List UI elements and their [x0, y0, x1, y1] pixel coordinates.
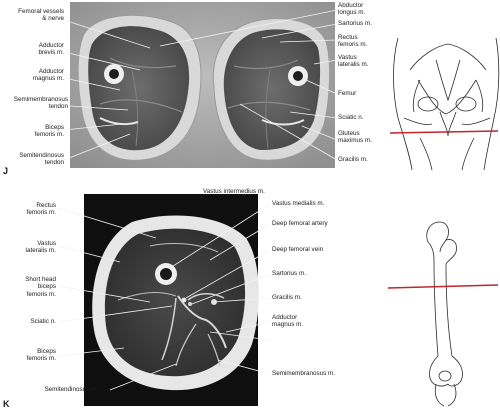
thigh-k-section	[92, 215, 259, 391]
label-biceps-femoris-k: Biceps femoris m.	[26, 348, 56, 363]
left-thigh-section	[77, 14, 202, 161]
label-adductor-brevis: Adductor brevis m.	[38, 42, 64, 57]
label-sciatic-j: Sciatic n.	[338, 114, 364, 121]
label-abductor-longus: Abductor longus m.	[338, 2, 366, 17]
orientation-line-k	[387, 284, 499, 289]
label-sartorius-k: Sartorius m.	[272, 270, 306, 277]
label-sartorius-j: Sartorius m.	[338, 20, 372, 27]
label-semitendinosus-tendon: Semitendinosus tendon	[19, 152, 64, 167]
panel-k: K Vastus intermedius m. Rectus femoris m…	[0, 180, 500, 412]
panel-j-leaders-left	[63, 19, 151, 161]
femur-orientation-sketch	[426, 221, 463, 407]
label-deep-femoral-artery: Deep femoral artery	[272, 220, 328, 227]
label-adductor-magnus-k: Adductor magnus m.	[272, 314, 304, 329]
label-gluteus-maximus: Gluteus maximus m.	[338, 130, 372, 145]
label-semitendinosus-k: Semitendinosus m.	[44, 386, 98, 393]
label-deep-femoral-vein: Deep femoral vein	[272, 246, 324, 253]
panel-j-graphics	[63, 2, 500, 171]
label-vastus-lateralis-j: Vastus lateralis m.	[338, 54, 369, 69]
panel-k-leaders	[57, 203, 271, 391]
panel-j: J Femoral vessels & nerve Adductor brevi…	[0, 0, 500, 180]
label-semimembranosus-tendon: Semimembranosus tendon	[13, 96, 68, 111]
right-thigh-section	[212, 18, 331, 161]
label-gracilis-j: Gracilis m.	[338, 156, 368, 163]
label-short-head-biceps: Short head biceps femoris m.	[25, 276, 56, 298]
panel-label-k: K	[3, 399, 10, 409]
label-adductor-magnus-j: Adductor magnus m.	[32, 68, 64, 83]
label-vastus-medialis: Vastus medialis m.	[272, 200, 325, 207]
label-semimembranosus-k: Semimembranosus m.	[272, 370, 335, 377]
panel-label-j: J	[3, 166, 9, 176]
label-vastus-lateralis-k: Vastus lateralis m.	[25, 240, 56, 255]
panel-k-graphics	[57, 194, 499, 407]
label-femur: Femur	[338, 90, 357, 97]
orientation-line-j	[389, 130, 499, 134]
panel-j-leaders-right	[159, 9, 338, 161]
pelvis-orientation-sketch	[393, 37, 500, 171]
label-gracilis-k: Gracilis m.	[272, 294, 302, 301]
label-vastus-intermedius: Vastus intermedius m.	[203, 188, 265, 195]
label-rectus-femoris-k: Rectus femoris m.	[26, 202, 56, 217]
label-biceps-femoris-j: Biceps femoris m.	[34, 124, 64, 139]
label-femoral-vessels-nerve: Femoral vessels & nerve	[18, 8, 64, 23]
label-rectus-femoris-j: Rectus femoris m.	[338, 34, 368, 49]
label-sciatic-k: Sciatic n.	[30, 318, 56, 325]
